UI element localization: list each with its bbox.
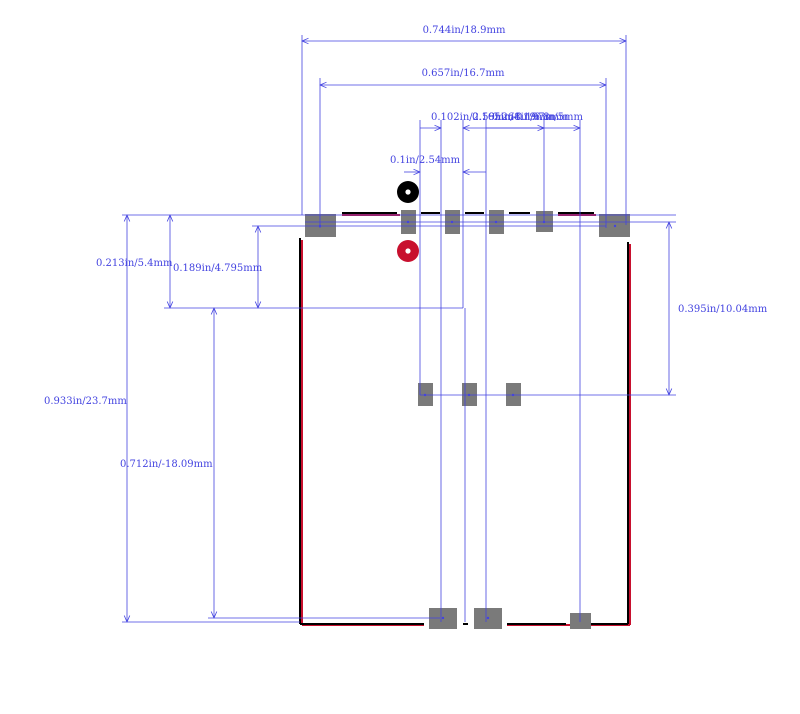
label-upper-pitch: 0.102in/2.59mm xyxy=(431,112,514,123)
label-overlap-a: 0.165in/4.19mm xyxy=(472,112,555,123)
label-lower-span: 0.712in/-18.09mm xyxy=(120,459,213,470)
label-pin-pitch: 0.1in/2.54mm xyxy=(390,155,461,166)
label-pin-row-offset: 0.189in/4.795mm xyxy=(173,263,263,274)
dimension-labels: 0.744in/18.9mm 0.657in/16.7mm 0.102in/2.… xyxy=(44,25,768,470)
label-overall-height: 0.933in/23.7mm xyxy=(44,396,127,407)
label-pad-span: 0.657in/16.7mm xyxy=(422,68,505,79)
label-right-drop: 0.395in/10.04mm xyxy=(678,304,768,315)
label-overlap-c: 0.197in/5mm xyxy=(516,112,583,123)
pin-marker-red xyxy=(397,240,419,262)
label-overlap-b: 0.268in/6.8mm xyxy=(492,112,569,123)
label-top-offset: 0.213in/5.4mm xyxy=(96,258,173,269)
pad-centers xyxy=(318,220,617,620)
pin-marker-black xyxy=(397,181,419,203)
dimension-arrows xyxy=(127,41,669,622)
pad-group xyxy=(305,210,630,629)
dimension-lines xyxy=(122,35,676,623)
label-overall-width: 0.744in/18.9mm xyxy=(423,25,506,36)
pad-bottom-3 xyxy=(570,613,591,629)
